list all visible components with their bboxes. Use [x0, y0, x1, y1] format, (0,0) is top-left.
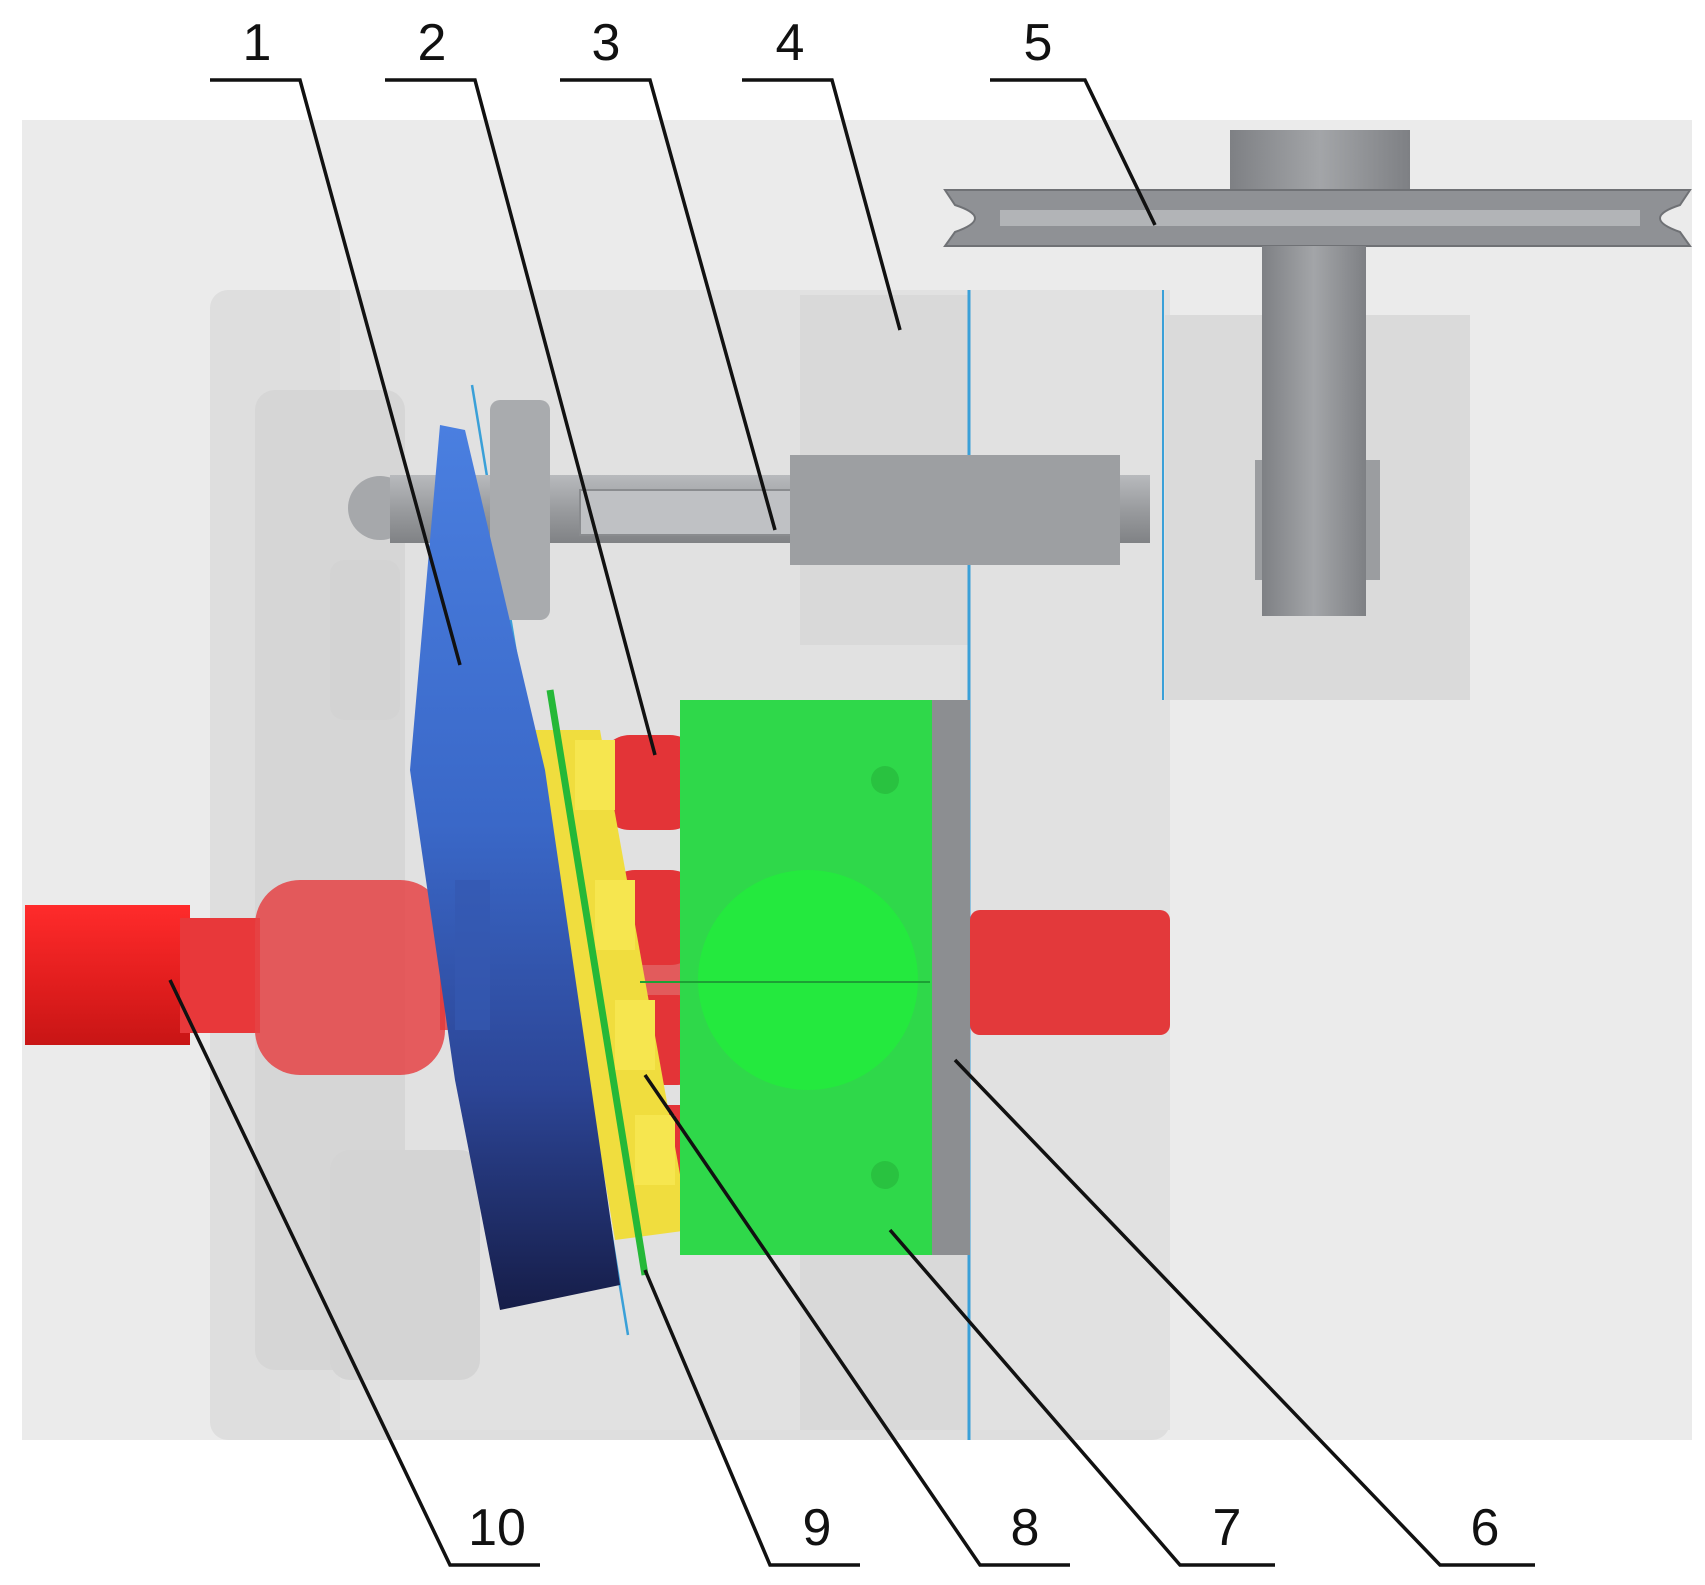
callout-3: 3: [592, 14, 621, 72]
slipper-4: [635, 1115, 675, 1185]
leader-line-2: [385, 78, 657, 756]
cylinder-block: [640, 700, 932, 1255]
leader-line-6: [953, 1058, 1535, 1567]
leader-line-7: [888, 1228, 1275, 1567]
piston-1: [600, 735, 700, 830]
housing-left-upper: [330, 560, 400, 720]
slipper-1: [575, 740, 615, 810]
pulley-assembly: [943, 130, 1692, 616]
shaft-input-end: [25, 905, 190, 1045]
slipper-group: [530, 730, 690, 1240]
callout-7: 7: [1213, 1499, 1242, 1557]
swashplate: [410, 425, 620, 1310]
pulley-vertical-shaft: [1262, 246, 1366, 616]
swashplate-face-mark: [455, 880, 490, 1030]
valve-plate: [925, 700, 970, 1255]
housing-rib-lower: [800, 1230, 970, 1430]
leader-line-1: [210, 78, 462, 666]
pulley-groove: [1000, 210, 1640, 226]
leader-lines: [168, 78, 1535, 1567]
leader-line-10: [168, 979, 540, 1567]
control-rod-collar: [490, 400, 550, 620]
slipper-2: [595, 880, 635, 950]
cylinder-bolt-lower: [871, 1161, 899, 1189]
callout-1: 1: [243, 14, 272, 72]
callout-9: 9: [803, 1499, 832, 1557]
pulley-hub: [1230, 130, 1410, 200]
cylinder-bolt-upper: [871, 766, 899, 794]
shaft-rear-end: [970, 910, 1170, 1035]
callout-labels: 1 2 3 4 5 6 7 8 9 10: [243, 14, 1500, 1557]
control-rod-sleeve: [790, 455, 1120, 565]
housing-left-lower: [330, 1150, 480, 1380]
return-plate: [546, 689, 649, 1276]
callout-2: 2: [418, 14, 447, 72]
cylinder-block-bore: [698, 870, 918, 1090]
leader-line-3: [560, 78, 777, 531]
callout-5: 5: [1024, 14, 1053, 72]
callout-6: 6: [1471, 1499, 1500, 1557]
leader-line-5: [990, 78, 1157, 226]
shaft-step: [180, 918, 260, 1033]
leader-line-9: [643, 1269, 860, 1567]
callout-10: 10: [468, 1499, 526, 1557]
shaft-collar: [255, 880, 445, 1075]
slipper-retainer: [530, 730, 690, 1240]
slipper-3: [615, 1000, 655, 1070]
callout-8: 8: [1011, 1499, 1040, 1557]
callout-4: 4: [776, 14, 805, 72]
leader-line-4: [742, 78, 902, 331]
leader-line-8: [643, 1074, 1070, 1567]
